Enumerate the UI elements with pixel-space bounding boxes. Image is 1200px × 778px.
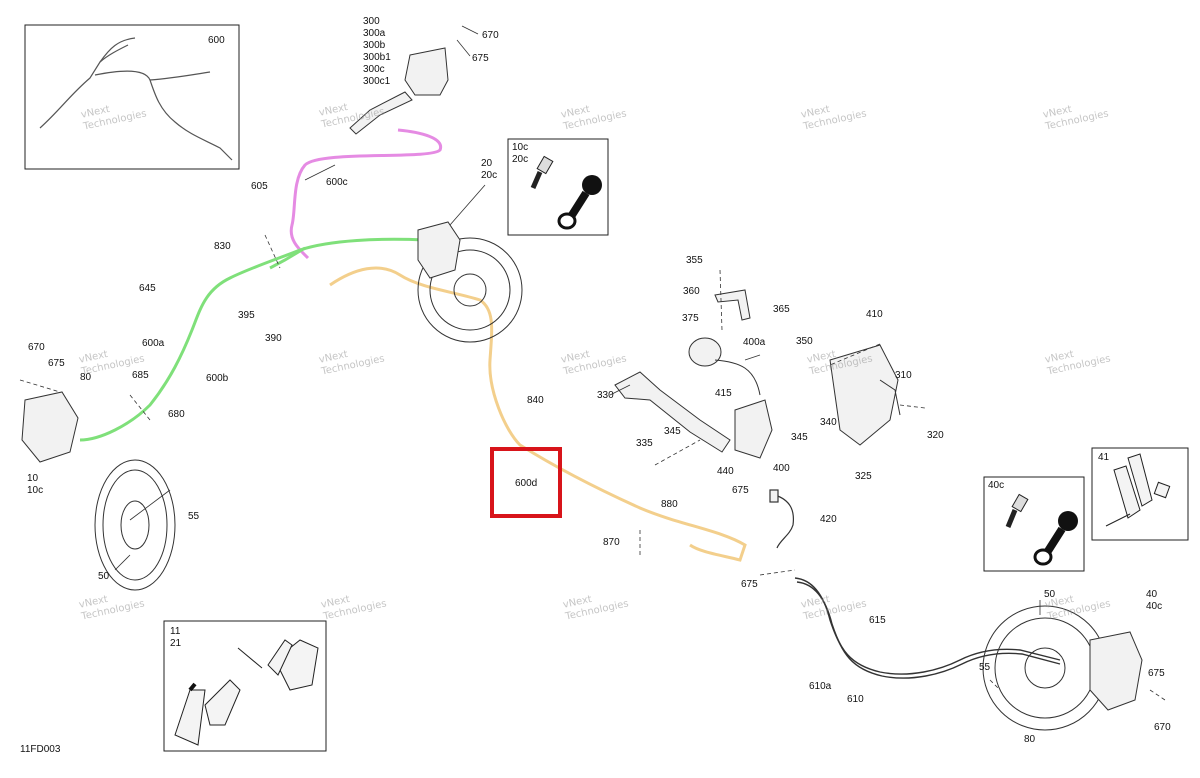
rear-caliper-40[interactable]	[1089, 631, 1143, 711]
callout-345-a[interactable]: 345	[664, 426, 681, 437]
brake-line-610[interactable]	[794, 577, 1061, 679]
pedal-bracket-310[interactable]	[829, 344, 901, 446]
front-left-brake-disc-50[interactable]	[94, 459, 176, 591]
brake-line-600d[interactable]	[329, 266, 747, 562]
rear-brake-pads-inset	[1105, 453, 1171, 527]
callout-365[interactable]: 365	[773, 304, 790, 315]
bleeder-screw-inset-10c	[530, 155, 602, 230]
brake-pedal-330[interactable]	[614, 371, 731, 453]
callout-340[interactable]: 340	[820, 417, 837, 428]
callout-610a[interactable]: 610a	[809, 681, 832, 692]
callout-55-left[interactable]: 55	[188, 511, 200, 522]
front-master-cylinder[interactable]	[349, 47, 449, 135]
rear-brake-disc-50[interactable]	[982, 605, 1108, 731]
callout-10c-20c[interactable]: 10c 20c	[512, 142, 529, 165]
selected-part-highlight[interactable]	[490, 447, 562, 518]
front-brake-pads-inset	[174, 639, 319, 746]
leader-lines	[19, 234, 1166, 701]
callout-50-right[interactable]: 50	[1044, 589, 1056, 600]
front-right-caliper-20[interactable]	[417, 221, 461, 279]
callout-610[interactable]: 610	[847, 694, 864, 705]
callout-325[interactable]: 325	[855, 471, 872, 482]
callout-670-top[interactable]: 670	[482, 30, 499, 41]
callout-830[interactable]: 830	[214, 241, 231, 252]
front-left-caliper-10[interactable]	[21, 391, 79, 463]
diagram-reference-code: 11FD003	[20, 744, 61, 755]
callout-320[interactable]: 320	[927, 430, 944, 441]
callout-675-mid[interactable]: 675	[732, 485, 749, 496]
callout-600[interactable]: 600	[208, 35, 225, 46]
callout-360[interactable]: 360	[683, 286, 700, 297]
callout-300[interactable]: 300 300a 300b 300b1 300c 300c1	[363, 16, 391, 87]
callout-345-b[interactable]: 345	[791, 432, 808, 443]
speed-sensor-420[interactable]	[769, 489, 795, 549]
callout-675-low[interactable]: 675	[741, 579, 758, 590]
callout-600b[interactable]: 600b	[206, 373, 229, 384]
callout-400a[interactable]: 400a	[743, 337, 766, 348]
callout-600a[interactable]: 600a	[142, 338, 165, 349]
bracket-360[interactable]	[714, 289, 751, 321]
callout-670-left[interactable]: 670	[28, 342, 45, 353]
callout-400[interactable]: 400	[773, 463, 790, 474]
bleeder-screw-inset-40c	[1005, 493, 1078, 566]
callout-880[interactable]: 880	[661, 499, 678, 510]
callout-55-right[interactable]: 55	[979, 662, 991, 673]
brake-line-600c[interactable]	[289, 128, 443, 260]
callout-675-top[interactable]: 675	[472, 53, 489, 64]
front-right-brake-disc[interactable]	[417, 237, 523, 343]
callout-440[interactable]: 440	[717, 466, 734, 477]
callout-615[interactable]: 615	[869, 615, 886, 626]
callout-350[interactable]: 350	[796, 336, 813, 347]
callout-20[interactable]: 20 20c	[481, 158, 498, 181]
callout-375[interactable]: 375	[682, 313, 699, 324]
callout-335[interactable]: 335	[636, 438, 653, 449]
callout-50-left[interactable]: 50	[98, 571, 110, 582]
rear-master-cylinder[interactable]	[688, 337, 773, 459]
callout-415[interactable]: 415	[715, 388, 732, 399]
callout-410[interactable]: 410	[866, 309, 883, 320]
callout-645[interactable]: 645	[139, 283, 156, 294]
callout-80-right[interactable]: 80	[1024, 734, 1036, 745]
callout-685[interactable]: 685	[132, 370, 149, 381]
callout-10[interactable]: 10 10c	[27, 473, 44, 496]
callout-675-right[interactable]: 675	[1148, 668, 1165, 679]
callout-605[interactable]: 605	[251, 181, 268, 192]
inset-box-600[interactable]	[24, 24, 240, 170]
callout-leaders	[114, 25, 1041, 615]
callout-680[interactable]: 680	[168, 409, 185, 420]
callout-870[interactable]: 870	[603, 537, 620, 548]
callout-670-right[interactable]: 670	[1154, 722, 1171, 733]
callout-330[interactable]: 330	[597, 390, 614, 401]
callout-395[interactable]: 395	[238, 310, 255, 321]
callout-840[interactable]: 840	[527, 395, 544, 406]
callout-310[interactable]: 310	[895, 370, 912, 381]
callout-40[interactable]: 40 40c	[1146, 589, 1163, 612]
callout-41[interactable]: 41	[1098, 452, 1110, 463]
callout-80-left[interactable]: 80	[80, 372, 92, 383]
callout-11-21[interactable]: 11 21	[170, 626, 182, 649]
callout-40c-inset[interactable]: 40c	[988, 480, 1005, 491]
callout-675-left[interactable]: 675	[48, 358, 65, 369]
callout-390[interactable]: 390	[265, 333, 282, 344]
callout-420[interactable]: 420	[820, 514, 837, 525]
callout-355[interactable]: 355	[686, 255, 703, 266]
brake-line-harness-thumbnail	[39, 37, 233, 161]
brake-line-600b[interactable]	[79, 237, 426, 442]
callout-600d[interactable]: 600d	[515, 478, 538, 489]
callout-600c[interactable]: 600c	[326, 177, 348, 188]
